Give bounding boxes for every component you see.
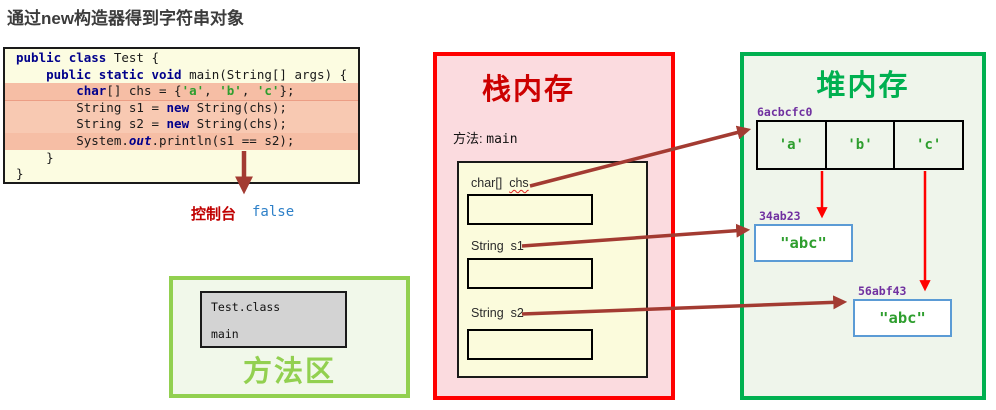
stack-method-label: 方法: main	[453, 128, 518, 147]
code-token: 'b'	[219, 83, 242, 99]
code-token: void	[151, 66, 182, 82]
code-token: System.	[16, 132, 129, 148]
array-cell-b: 'b'	[827, 122, 896, 168]
code-token: }	[16, 149, 54, 165]
code-token: .println(s1 == s2);	[151, 132, 295, 148]
slot-label-s2: String s2	[471, 306, 524, 320]
method-name: main	[211, 327, 239, 341]
code-line: }	[5, 150, 358, 167]
method-area-title: 方法区	[242, 356, 336, 388]
slot-type: String	[471, 306, 504, 320]
code-line: char[] chs = {'a', 'b', 'c'};	[5, 83, 358, 100]
code-token: String s1 =	[16, 99, 167, 115]
code-token: }	[16, 166, 24, 182]
code-token: 'c'	[256, 83, 280, 99]
slot-label-s1: String s1	[471, 239, 524, 253]
slot-label-chs: char[] chs	[471, 176, 529, 190]
code-line: String s1 = new String(chs);	[5, 99, 358, 117]
code-line: }	[5, 166, 358, 183]
slot-name: chs	[509, 176, 529, 190]
code-token	[91, 67, 99, 82]
code-token: ,	[241, 83, 257, 99]
string-object-address-2: 56abf43	[858, 284, 907, 298]
code-token: new	[166, 116, 190, 132]
slot-name: s1	[510, 239, 524, 253]
code-line: System.out.println(s1 == s2);	[5, 132, 358, 150]
code-token: String(chs);	[189, 99, 287, 115]
stack-frame: char[] chs String s1 String s2	[457, 161, 648, 378]
code-token: String s2 =	[16, 116, 167, 132]
string-object-2: "abc"	[853, 299, 952, 337]
stack-memory-title: 栈内存	[482, 74, 576, 106]
slot-type: String	[471, 239, 504, 253]
slot-rect-s1	[467, 258, 593, 289]
slot-rect-chs	[467, 194, 593, 225]
code-token: };	[279, 83, 295, 99]
code-token: public	[46, 66, 92, 82]
code-token: static	[98, 66, 144, 82]
console-output-value: false	[252, 204, 295, 220]
string-object-address-1: 34ab23	[759, 209, 801, 223]
slot-name: s2	[510, 306, 524, 320]
char-array-box: 'a' 'b' 'c'	[756, 120, 964, 170]
method-area-box: Test.class main 方法区	[169, 276, 410, 398]
code-token: ,	[204, 83, 220, 99]
slot-type: char[]	[471, 176, 503, 190]
stack-memory-box: 栈内存 方法: main char[] chs String s1 String…	[433, 52, 675, 400]
heap-memory-box: 堆内存 6acbcfc0 'a' 'b' 'c' 34ab23 "abc" 56…	[740, 52, 986, 400]
code-line: String s2 = new String(chs);	[5, 116, 358, 133]
array-cell-c: 'c'	[916, 137, 942, 153]
stack-method-prefix: 方法:	[453, 131, 483, 146]
code-token: char	[76, 83, 107, 99]
code-line: public static void main(String[] args) {	[5, 67, 358, 84]
code-token: String(chs);	[189, 116, 287, 132]
code-token	[16, 83, 76, 98]
array-cell-a: 'a'	[758, 122, 827, 168]
code-block: public class Test { public static void m…	[3, 47, 360, 184]
stack-method-name: main	[486, 132, 518, 147]
code-token: main(String[] args) {	[181, 66, 348, 82]
class-name: Test.class	[211, 300, 281, 314]
code-token: [] chs = {	[106, 83, 182, 99]
heap-memory-title: 堆内存	[816, 70, 910, 102]
code-token	[61, 50, 69, 65]
console-label: 控制台	[191, 206, 237, 223]
class-info-box: Test.class main	[200, 291, 347, 348]
code-token: 'a'	[181, 83, 205, 99]
array-address: 6acbcfc0	[757, 105, 813, 119]
code-token: Test {	[106, 50, 160, 65]
slot-rect-s2	[467, 329, 593, 360]
code-token	[16, 67, 46, 82]
code-line: public class Test {	[5, 50, 358, 67]
string-object-1: "abc"	[754, 224, 853, 262]
code-token: out	[128, 132, 152, 148]
page-title: 通过new构造器得到字符串对象	[7, 9, 245, 28]
code-token: new	[166, 99, 190, 115]
code-token: public	[16, 50, 62, 65]
code-token: class	[68, 50, 107, 65]
